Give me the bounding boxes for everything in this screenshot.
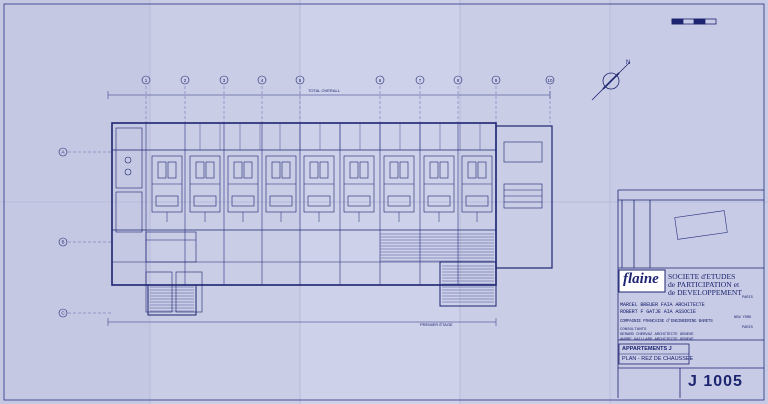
apartment-unit [423, 155, 455, 222]
society-line-2: de PARTICIPATION et [668, 280, 740, 289]
building-label: APPARTEMENTS J [622, 346, 672, 352]
grid-number: 2 [184, 78, 187, 83]
grid-bubble [141, 75, 151, 85]
apartment-units [151, 155, 493, 222]
grid-letter: B [61, 240, 64, 245]
grid-bubble [257, 75, 267, 85]
grid-bubble [453, 75, 463, 85]
apartment-unit [227, 155, 259, 222]
apartment-unit [383, 155, 415, 222]
scale-bar [671, 18, 717, 25]
engineering-company: COMPAGNIE FRANCAISE d'ENGINEERING BARETS [620, 320, 713, 324]
grid-bubble [295, 75, 305, 85]
grid-number: 10 [547, 78, 553, 83]
grid-number: 1 [145, 78, 148, 83]
architect-gatje: ROBERT F GATJE AIA ASSOCIE [620, 309, 696, 315]
grid-number: 7 [419, 78, 422, 83]
society-line-1: SOCIETE d'ETUDES [668, 272, 736, 281]
grid-bubble [219, 75, 229, 85]
grid-axes: 1 2 3 4 5 6 7 8 9 10A B C [58, 75, 555, 318]
right-stair-core [503, 141, 543, 209]
architect-breuer: MARCEL BREUER FAIA ARCHITECTE [620, 302, 705, 308]
grid-number: 6 [379, 78, 382, 83]
floor-note: PREMIER ÉTAGE [420, 322, 453, 327]
grid-bubble [58, 308, 68, 318]
grid-bubble [375, 75, 385, 85]
drawing-number: J 1005 [688, 373, 743, 390]
north-arrow [591, 61, 631, 101]
apartment-unit [265, 155, 297, 222]
flaine-logo: flaine [623, 271, 659, 287]
city-paris-2: PARIS [742, 326, 753, 330]
grid-number: 5 [299, 78, 302, 83]
grid-number: 4 [261, 78, 264, 83]
apartment-unit [303, 155, 335, 222]
drawing-border [3, 3, 765, 401]
grid-number: 9 [495, 78, 498, 83]
apartment-unit [343, 155, 375, 222]
consultant-gaillard: ANDRE GAILLARD ARCHITECTE GENEVE [620, 338, 694, 342]
grid-bubble [491, 75, 501, 85]
stamp [674, 210, 728, 240]
overall-dimension-note: TOTAL OVERALL [308, 88, 341, 93]
lower-protrusion [147, 261, 497, 316]
north-label: N [626, 60, 630, 66]
grid-letter: C [61, 311, 65, 316]
grid-letter: A [61, 150, 64, 155]
grid-bubble [180, 75, 190, 85]
apartment-unit [151, 155, 183, 222]
grid-bubble [58, 237, 68, 247]
drawing-title: PLAN - REZ DE CHAUSSEE [622, 356, 694, 362]
service-core-left [115, 127, 203, 313]
grid-number: 3 [223, 78, 226, 83]
dimension-line-bottom [107, 318, 497, 326]
title-block-frame [617, 189, 764, 398]
grid-bubble [545, 75, 555, 85]
consultants-label: CONSULTANTS [620, 328, 647, 332]
grid-number: 8 [457, 78, 460, 83]
apartment-unit [461, 155, 493, 222]
city-paris-1: PARIS [742, 296, 753, 300]
society-line-3: de DEVELOPPEMENT [668, 288, 743, 297]
apartment-unit [189, 155, 221, 222]
logo-box [618, 269, 666, 293]
grid-bubble [58, 147, 68, 157]
stair-hatching [150, 233, 494, 312]
consultant-chervaz: GERARD CHERVAZ ARCHITECTE GENEVE [620, 333, 694, 337]
grid-bubble [415, 75, 425, 85]
city-new-york: NEW YORK [734, 316, 752, 320]
